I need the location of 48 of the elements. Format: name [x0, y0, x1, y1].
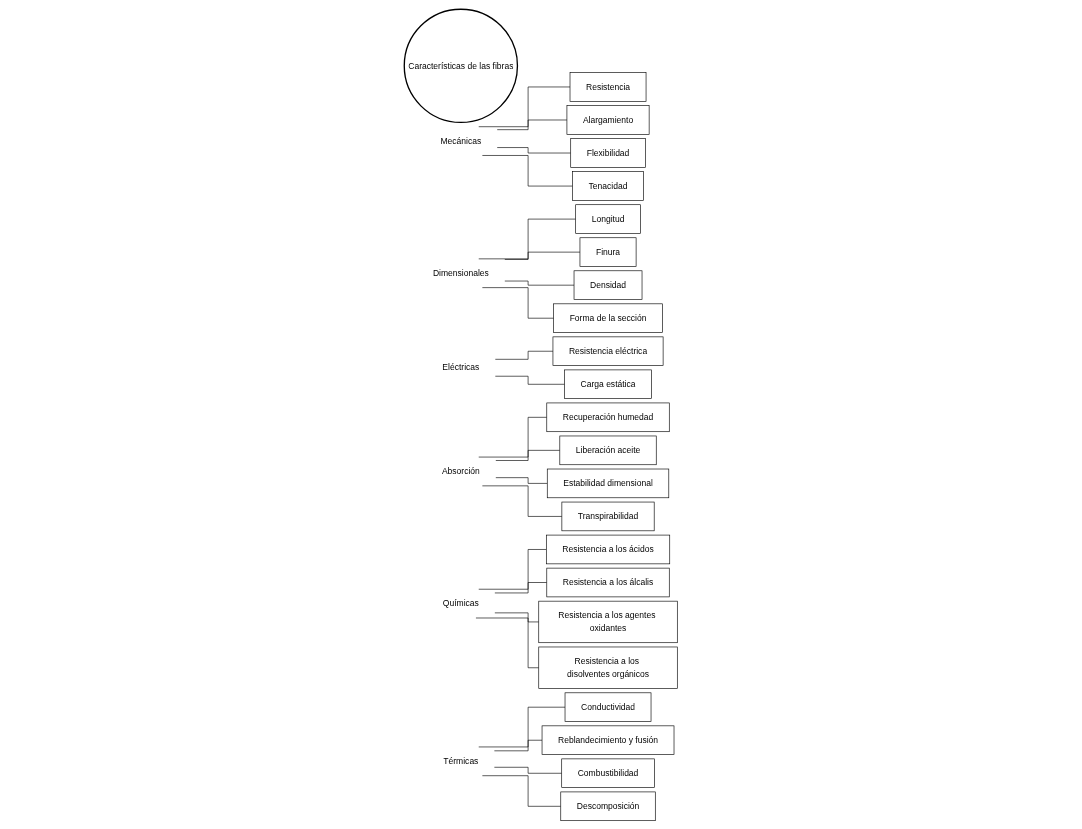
connector: [478, 218, 577, 259]
node-box: Longitud: [575, 203, 641, 234]
node-box: Resistencia a los disolventes orgánicos: [538, 646, 678, 689]
connector: [504, 251, 581, 260]
node-box: Resistencia: [569, 71, 647, 102]
connector: [482, 154, 574, 186]
node-box: Flexibilidad: [570, 137, 646, 168]
node-text: Térmicas: [443, 756, 479, 766]
connector: [478, 548, 547, 590]
node-box: Conductividad: [564, 692, 652, 722]
node-text: Químicas: [443, 598, 480, 608]
node-box: Combustibilidad: [561, 758, 655, 788]
connector: [482, 774, 562, 807]
node-box: Forma de la sección: [553, 303, 663, 333]
connector: [482, 485, 563, 517]
node-box: Alargamiento: [566, 104, 650, 135]
node-box: Descomposición: [560, 791, 656, 821]
node-box: Densidad: [573, 270, 643, 300]
node-circle: Características de las fibras: [403, 8, 519, 123]
connector: [478, 706, 566, 747]
node-box: Resistencia a los agentes oxidantes: [538, 600, 678, 643]
connector: [494, 581, 548, 593]
node-text: Eléctricas: [442, 362, 480, 372]
connector: [494, 612, 540, 622]
node-text: Mecánicas: [440, 135, 482, 145]
node-box: Carga estática: [564, 369, 653, 399]
node-box: Reblandecimiento y fusión: [541, 725, 675, 755]
connector: [495, 449, 561, 461]
node-box: Estabilidad dimensional: [547, 468, 670, 498]
node-box: Recuperación humedad: [546, 402, 670, 432]
node-box: Transpirabilidad: [561, 501, 655, 531]
connector: [497, 146, 572, 153]
node-box: Liberación aceite: [559, 435, 657, 465]
node-box: Resistencia eléctrica: [552, 336, 664, 366]
connector: [497, 119, 568, 130]
connector: [495, 375, 566, 385]
node-text: Dimensionales: [433, 267, 490, 278]
connector: [475, 617, 540, 668]
connector: [482, 286, 555, 319]
node-text: Absorción: [442, 466, 481, 476]
connector: [494, 766, 563, 774]
node-box: Resistencia a los álcalis: [546, 567, 670, 597]
node-box: Finura: [579, 236, 637, 267]
connector: [478, 416, 548, 457]
connector: [478, 86, 571, 127]
node-box: Tenacidad: [572, 170, 644, 201]
connector: [494, 739, 543, 751]
node-box: Resistencia a los ácidos: [546, 534, 671, 564]
